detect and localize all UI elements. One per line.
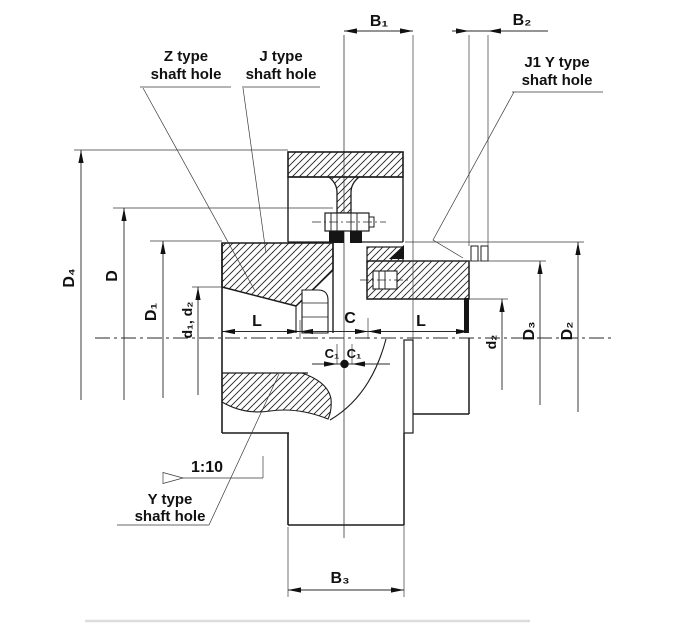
z-type-label-line2: shaft hole [151, 66, 222, 83]
j-type-leader [242, 86, 320, 254]
right-dimension-lines [501, 242, 579, 412]
right-hub-lower-outline [413, 338, 470, 415]
arrow-b3-right [391, 587, 404, 593]
dim-label-d3: D₃ [521, 322, 538, 341]
top-dimensions: B₁ B₂ [344, 12, 548, 340]
dim-label-d1d2: d₁, d₂ [179, 302, 195, 339]
j1-keyway-mark-2 [480, 245, 489, 262]
shaft-end-nut [301, 289, 329, 334]
dim-label-d4: D₄ [61, 268, 78, 287]
callout-j-type: J type shaft hole [242, 48, 320, 254]
dim-label-b1: B₁ [370, 13, 389, 30]
dim-label-d: D [104, 270, 121, 282]
callout-y-type: Y type shaft hole [117, 373, 280, 526]
j-type-label-line1: J type [259, 48, 302, 65]
j-type-label-line2: shaft hole [246, 66, 317, 83]
bottom-dimension: B₃ [287, 433, 405, 597]
sleeve-flange-bar [287, 151, 404, 178]
b3-extension-lines [287, 433, 405, 597]
arrow-d2-small [499, 299, 505, 312]
y-type-leader [117, 373, 280, 526]
seal-wedge [389, 245, 404, 259]
c1-extension-lines [336, 344, 353, 364]
length-chain-dimensions: L C L [222, 310, 469, 339]
arrow-l-right-start [368, 328, 381, 335]
arrow-d [121, 208, 127, 221]
breakout-arc [329, 338, 387, 421]
dim-label-d2-small: d₂ [483, 335, 499, 350]
seal-block-right [350, 231, 362, 243]
arrow-b2-right [488, 28, 501, 34]
arrow-l-left-end [287, 328, 300, 335]
sleeve-lower-external [287, 338, 414, 526]
arrow-l-right-end [456, 328, 469, 335]
callout-j1y-type: J1 Y type shaft hole [432, 54, 603, 259]
j1y-type-label-line2: shaft hole [522, 72, 593, 89]
sleeve-lower-outline [287, 433, 405, 526]
arrow-d1d2 [195, 287, 201, 300]
chain-junction-lines [299, 318, 369, 339]
top-extension-lines [412, 35, 489, 340]
callout-taper: 1:10 [162, 456, 264, 484]
left-hub-section [221, 242, 334, 434]
arrow-d2-cap [575, 242, 581, 255]
taper-symbol-icon [162, 472, 185, 484]
flange-bolt [312, 212, 386, 243]
callout-z-type: Z type shaft hole [140, 48, 256, 292]
taper-ratio-label: 1:10 [191, 459, 223, 476]
dim-label-l-left: L [252, 313, 262, 330]
centerlines [95, 35, 612, 538]
arrow-c1-left [324, 361, 337, 367]
left-extension-lines [74, 149, 333, 288]
j1y-type-leader [432, 91, 603, 259]
arrow-d3 [537, 261, 543, 274]
z-type-leader [140, 86, 256, 292]
dim-label-d2-cap: D₂ [559, 322, 576, 341]
left-dimension-lines [80, 150, 199, 400]
left-diameter-dimensions: D₄ D D₁ d₁, d₂ [61, 149, 333, 400]
right-diameter-dimensions: d₂ D₃ D₂ [367, 241, 584, 412]
end-plate [403, 339, 414, 434]
bore-key-bar [464, 298, 469, 333]
sleeve-section [287, 151, 404, 243]
dim-label-c: C [344, 310, 356, 327]
j1y-type-label-line1: J1 Y type [524, 54, 589, 71]
arrow-l-left-start [222, 328, 235, 335]
y-type-label-line1: Y type [148, 491, 193, 508]
dim-label-b2: B₂ [513, 12, 532, 29]
right-extension-lines [367, 241, 584, 300]
arrow-b3-left [288, 587, 301, 593]
arrow-c1-right [352, 361, 365, 367]
shaft-end-nut-lines [302, 302, 328, 318]
arrow-b2-left [456, 28, 469, 34]
dim-label-b3: B₃ [331, 570, 350, 587]
dim-label-c1-right: C₁ [347, 346, 362, 361]
seal-block-left [329, 231, 344, 243]
arrow-b1-left [344, 28, 357, 34]
c1-center-dot [340, 359, 349, 369]
dim-label-l-right: L [416, 313, 426, 330]
arrow-d4 [78, 150, 84, 163]
right-hub-section [360, 245, 489, 415]
sleeve-flange-web [327, 176, 361, 214]
arrow-c-start [300, 328, 313, 335]
z-type-label-line1: Z type [164, 48, 208, 65]
taper-leader [183, 456, 264, 479]
dim-label-c1-left: C₁ [325, 346, 340, 361]
c1-dimension: C₁ C₁ [312, 344, 390, 369]
dim-label-d1: D₁ [143, 303, 160, 322]
left-hub-lower-breakout-section [221, 372, 332, 420]
arrow-d1 [160, 241, 166, 254]
y-type-label-line2: shaft hole [135, 508, 206, 525]
arrow-c-end [355, 328, 368, 335]
arrow-b1-right [400, 28, 413, 34]
j1-keyway-mark-1 [470, 245, 479, 262]
